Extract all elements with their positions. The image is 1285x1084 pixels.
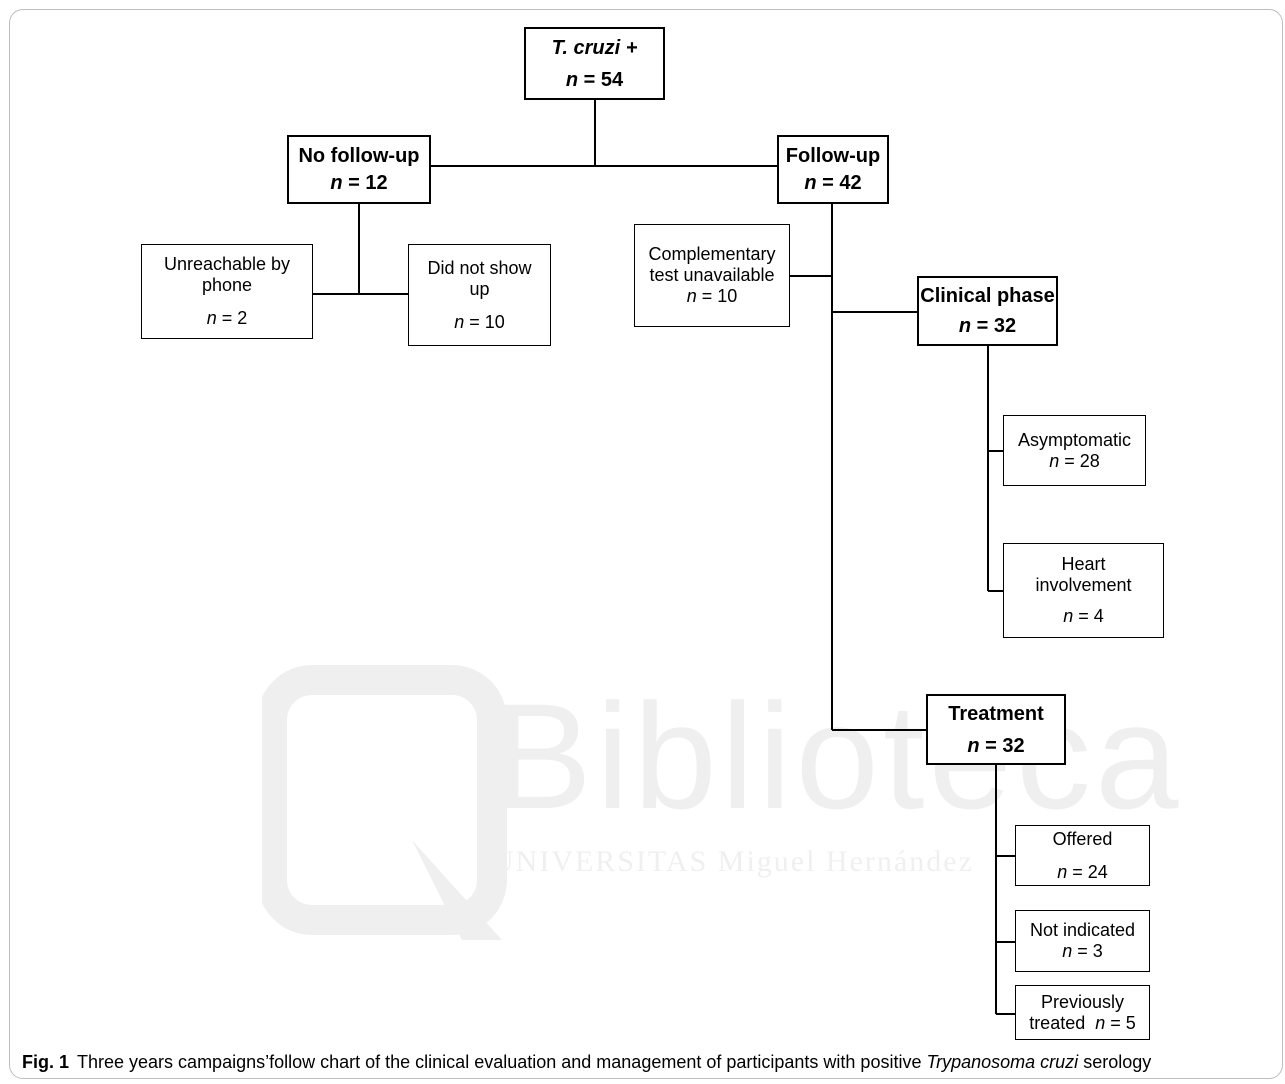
n-symbol: n bbox=[1062, 941, 1073, 961]
not-indicated-node: Not indicated n = 3 bbox=[1015, 910, 1150, 972]
offered-node: Offered n = 24 bbox=[1015, 825, 1150, 886]
no-followup-node: No follow-up n = 12 bbox=[287, 135, 431, 204]
not-indicated-n-value: 3 bbox=[1092, 941, 1103, 961]
heart-involvement-node: Heart involvement n = 4 bbox=[1003, 543, 1164, 638]
followup-n-value: 42 bbox=[839, 171, 862, 194]
figure-caption: Fig. 1 Three years campaigns’follow chart… bbox=[22, 1052, 1151, 1073]
caption-text-after: serology bbox=[1078, 1052, 1152, 1072]
clinical-phase-n-value: 32 bbox=[993, 315, 1017, 337]
previously-n-value: 5 bbox=[1125, 1012, 1136, 1033]
caption-label: Fig. 1 bbox=[22, 1052, 70, 1072]
no-followup-title: No follow-up bbox=[298, 144, 420, 167]
no-followup-n-value: 12 bbox=[365, 171, 388, 194]
figure-frame bbox=[9, 9, 1283, 1079]
n-symbol: n bbox=[1057, 861, 1068, 882]
clinical-phase-node: Clinical phase n = 32 bbox=[917, 276, 1058, 346]
caption-text-before: Three years campaigns’follow chart of th… bbox=[77, 1052, 927, 1072]
n-symbol: n bbox=[1049, 450, 1060, 471]
offered-title: Offered bbox=[1052, 828, 1113, 849]
followup-title: Follow-up bbox=[785, 144, 881, 167]
root-title: T. cruzi + bbox=[551, 36, 638, 59]
not-indicated-title: Not indicated bbox=[1029, 920, 1136, 940]
n-symbol: n bbox=[686, 286, 697, 306]
n-symbol: n bbox=[330, 171, 343, 194]
n-symbol: n bbox=[804, 171, 817, 194]
root-n-value: 54 bbox=[600, 68, 624, 91]
previously-line1: Previously bbox=[1040, 991, 1125, 1012]
treatment-title: Treatment bbox=[948, 702, 1044, 725]
treatment-node: Treatment n = 32 bbox=[926, 694, 1066, 765]
n-symbol: n bbox=[565, 68, 579, 91]
n-symbol: n bbox=[958, 315, 972, 337]
n-symbol: n bbox=[454, 311, 465, 332]
asymptomatic-title: Asymptomatic bbox=[1017, 429, 1132, 450]
heart-n-value: 4 bbox=[1093, 606, 1104, 626]
previously-line2: treated bbox=[1029, 1012, 1086, 1033]
complementary-n-value: 10 bbox=[717, 286, 738, 306]
complementary-test-node: Complementary test unavailable n = 10 bbox=[634, 224, 790, 327]
complementary-line2: test unavailable bbox=[649, 265, 775, 285]
unreachable-node: Unreachable by phone n = 2 bbox=[141, 244, 313, 339]
asymptomatic-n-value: 28 bbox=[1079, 450, 1100, 471]
followup-node: Follow-up n = 42 bbox=[777, 135, 889, 204]
complementary-line1: Complementary bbox=[648, 244, 776, 264]
did-not-show-line1: Did not show bbox=[427, 257, 532, 278]
heart-line1: Heart bbox=[1061, 554, 1106, 574]
n-symbol: n bbox=[1095, 1012, 1106, 1033]
unreachable-line1: Unreachable by bbox=[163, 254, 291, 274]
n-symbol: n bbox=[1063, 606, 1074, 626]
caption-species: Trypanosoma cruzi bbox=[926, 1052, 1079, 1072]
offered-n-value: 24 bbox=[1087, 861, 1108, 882]
unreachable-n-value: 2 bbox=[237, 308, 248, 328]
n-symbol: n bbox=[206, 308, 217, 328]
clinical-phase-title: Clinical phase bbox=[920, 285, 1055, 307]
did-not-show-line2: up bbox=[469, 278, 490, 299]
root-node: T. cruzi + n = 54 bbox=[524, 27, 665, 100]
asymptomatic-node: Asymptomatic n = 28 bbox=[1003, 415, 1146, 486]
did-not-show-node: Did not show up n = 10 bbox=[408, 244, 551, 346]
n-symbol: n bbox=[967, 734, 980, 757]
unreachable-line2: phone bbox=[201, 275, 253, 295]
heart-line2: involvement bbox=[1035, 575, 1132, 595]
did-not-show-n-value: 10 bbox=[484, 311, 505, 332]
previously-treated-node: Previously treated n = 5 bbox=[1015, 985, 1150, 1040]
treatment-n-value: 32 bbox=[1002, 734, 1025, 757]
